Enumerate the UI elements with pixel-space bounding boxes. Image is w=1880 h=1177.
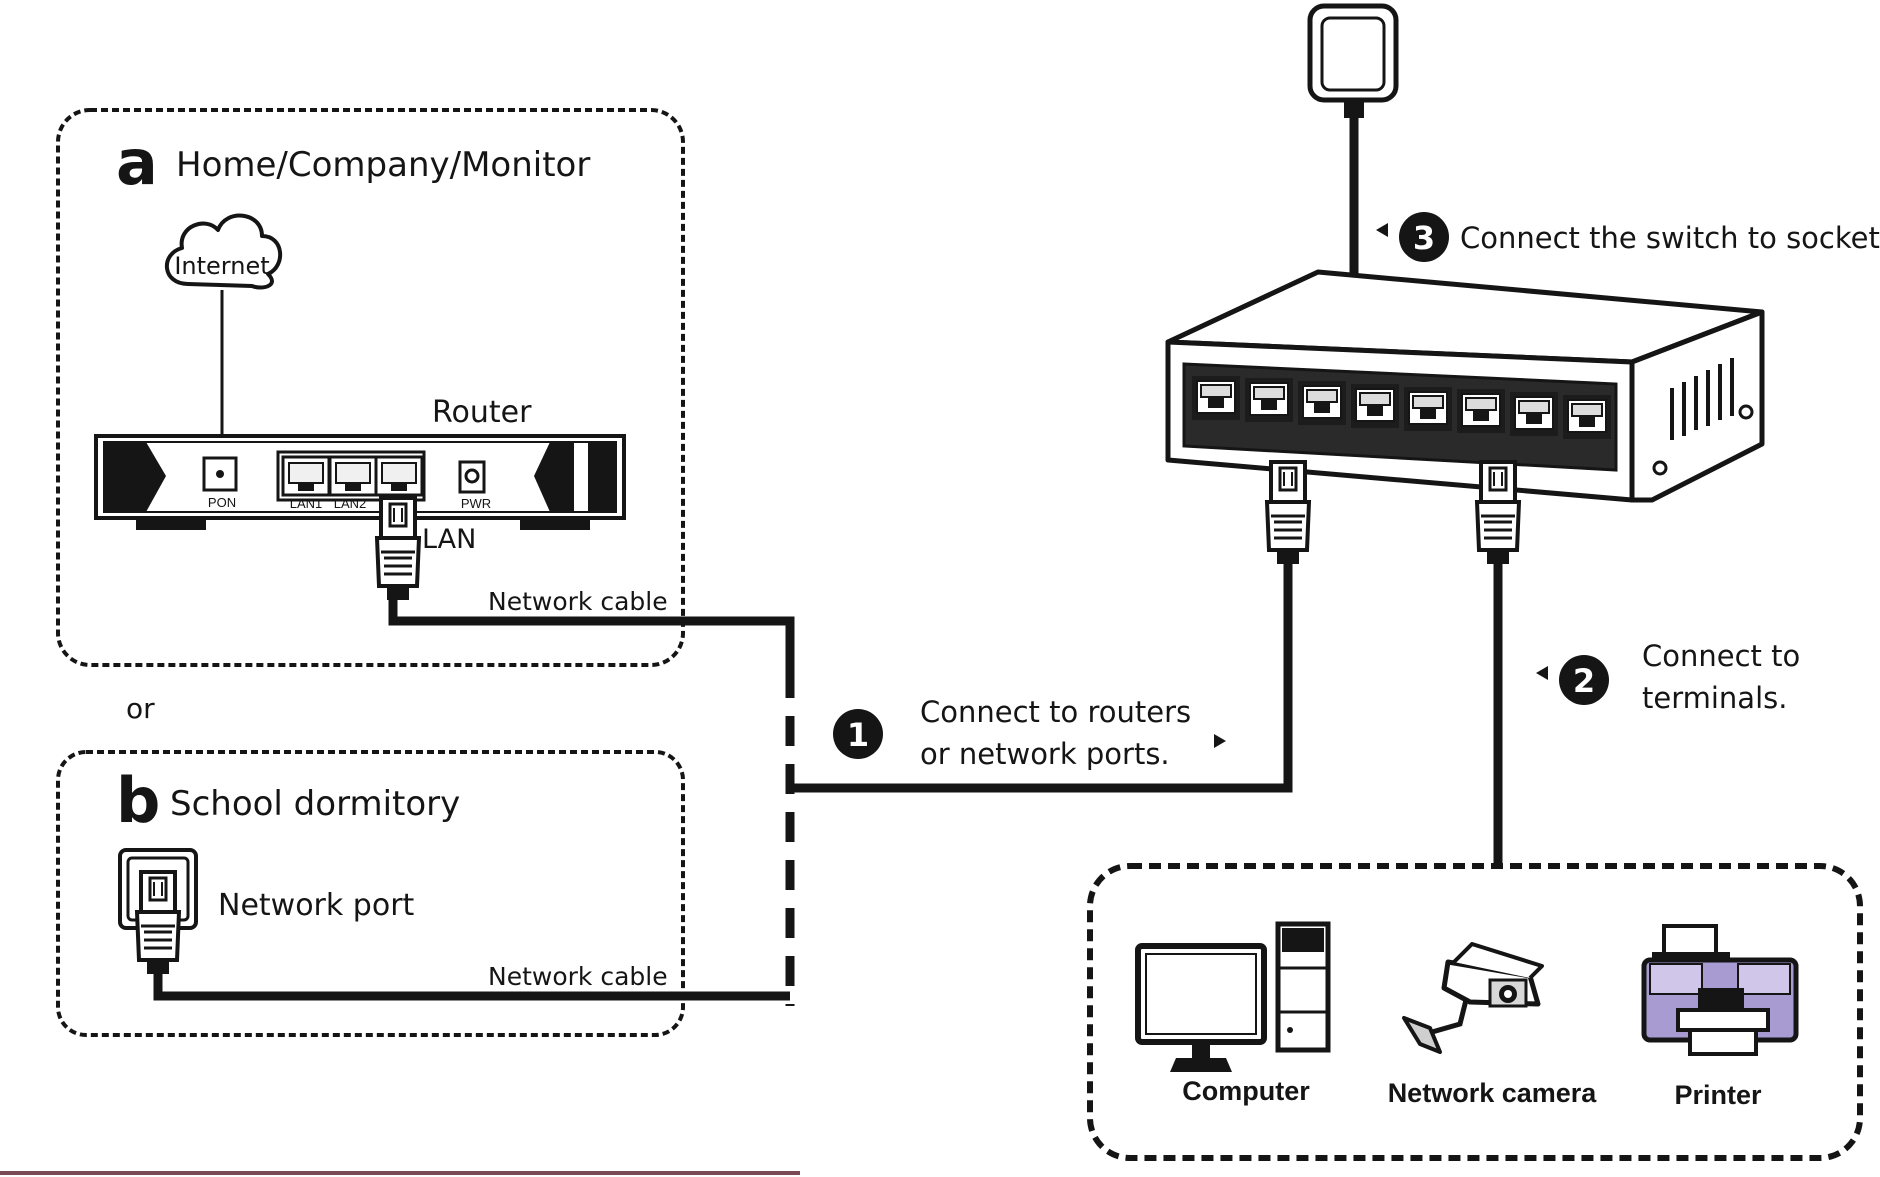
step-2-number: 2 [1573, 662, 1595, 700]
terminals-box [1087, 863, 1863, 1161]
rj45-plug-icon [135, 870, 181, 976]
router-port-lan2: LAN2 [334, 496, 367, 511]
terminal-printer-label: Printer [1674, 1080, 1762, 1110]
step-2-line2: terminals. [1642, 681, 1787, 715]
rj45-plug-icon [375, 496, 421, 602]
network-cable-label-a: Network cable [488, 587, 668, 616]
rj45-plug-icon [1265, 460, 1311, 566]
computer-icon [1135, 921, 1331, 1072]
step-3-number: 3 [1413, 219, 1435, 257]
section-a-box [56, 108, 685, 667]
internet-label: Internet [174, 252, 269, 280]
router-icon [94, 434, 626, 530]
section-a-letter: a [116, 126, 158, 199]
section-b-title: School dormitory [170, 784, 460, 824]
step-3-arrow [1376, 223, 1388, 237]
cloud-icon [164, 213, 283, 290]
router-port-pon: PON [208, 495, 236, 510]
step-1-number: 1 [847, 716, 869, 754]
rj45-plug-icon [1475, 460, 1521, 566]
step-3-badge [1399, 212, 1449, 262]
step-2-arrow [1536, 666, 1548, 680]
network-cable-label-b: Network cable [488, 962, 668, 991]
step-2-line1: Connect to [1642, 639, 1800, 673]
lan-label: LAN [422, 524, 476, 555]
step-1-arrow [1214, 734, 1226, 748]
network-cable-b [153, 974, 790, 1001]
printer-icon [1641, 924, 1799, 1056]
or-label: or [126, 692, 155, 725]
section-b-box [56, 750, 685, 1037]
network-cable-a [388, 600, 795, 668]
cable-to-switch [790, 548, 1293, 793]
step-1-badge [833, 709, 883, 759]
step-3-text: Connect the switch to socket. [1460, 221, 1880, 255]
step-2-badge [1559, 655, 1609, 705]
router-label: Router [432, 395, 532, 430]
terminal-camera-label: Network camera [1388, 1078, 1598, 1108]
terminal-computer-label: Computer [1182, 1076, 1310, 1106]
power-adapter-icon [1307, 3, 1399, 278]
network-port-label: Network port [218, 888, 415, 923]
step-1-line1: Connect to routers [920, 695, 1191, 729]
camera-icon [1402, 942, 1544, 1054]
router-port-pwr: PWR [461, 496, 491, 511]
section-a-title: Home/Company/Monitor [176, 145, 590, 185]
section-b-letter: b [116, 764, 160, 837]
step-1-line2: or network ports. [920, 737, 1170, 771]
router-port-lan1: LAN1 [290, 496, 323, 511]
